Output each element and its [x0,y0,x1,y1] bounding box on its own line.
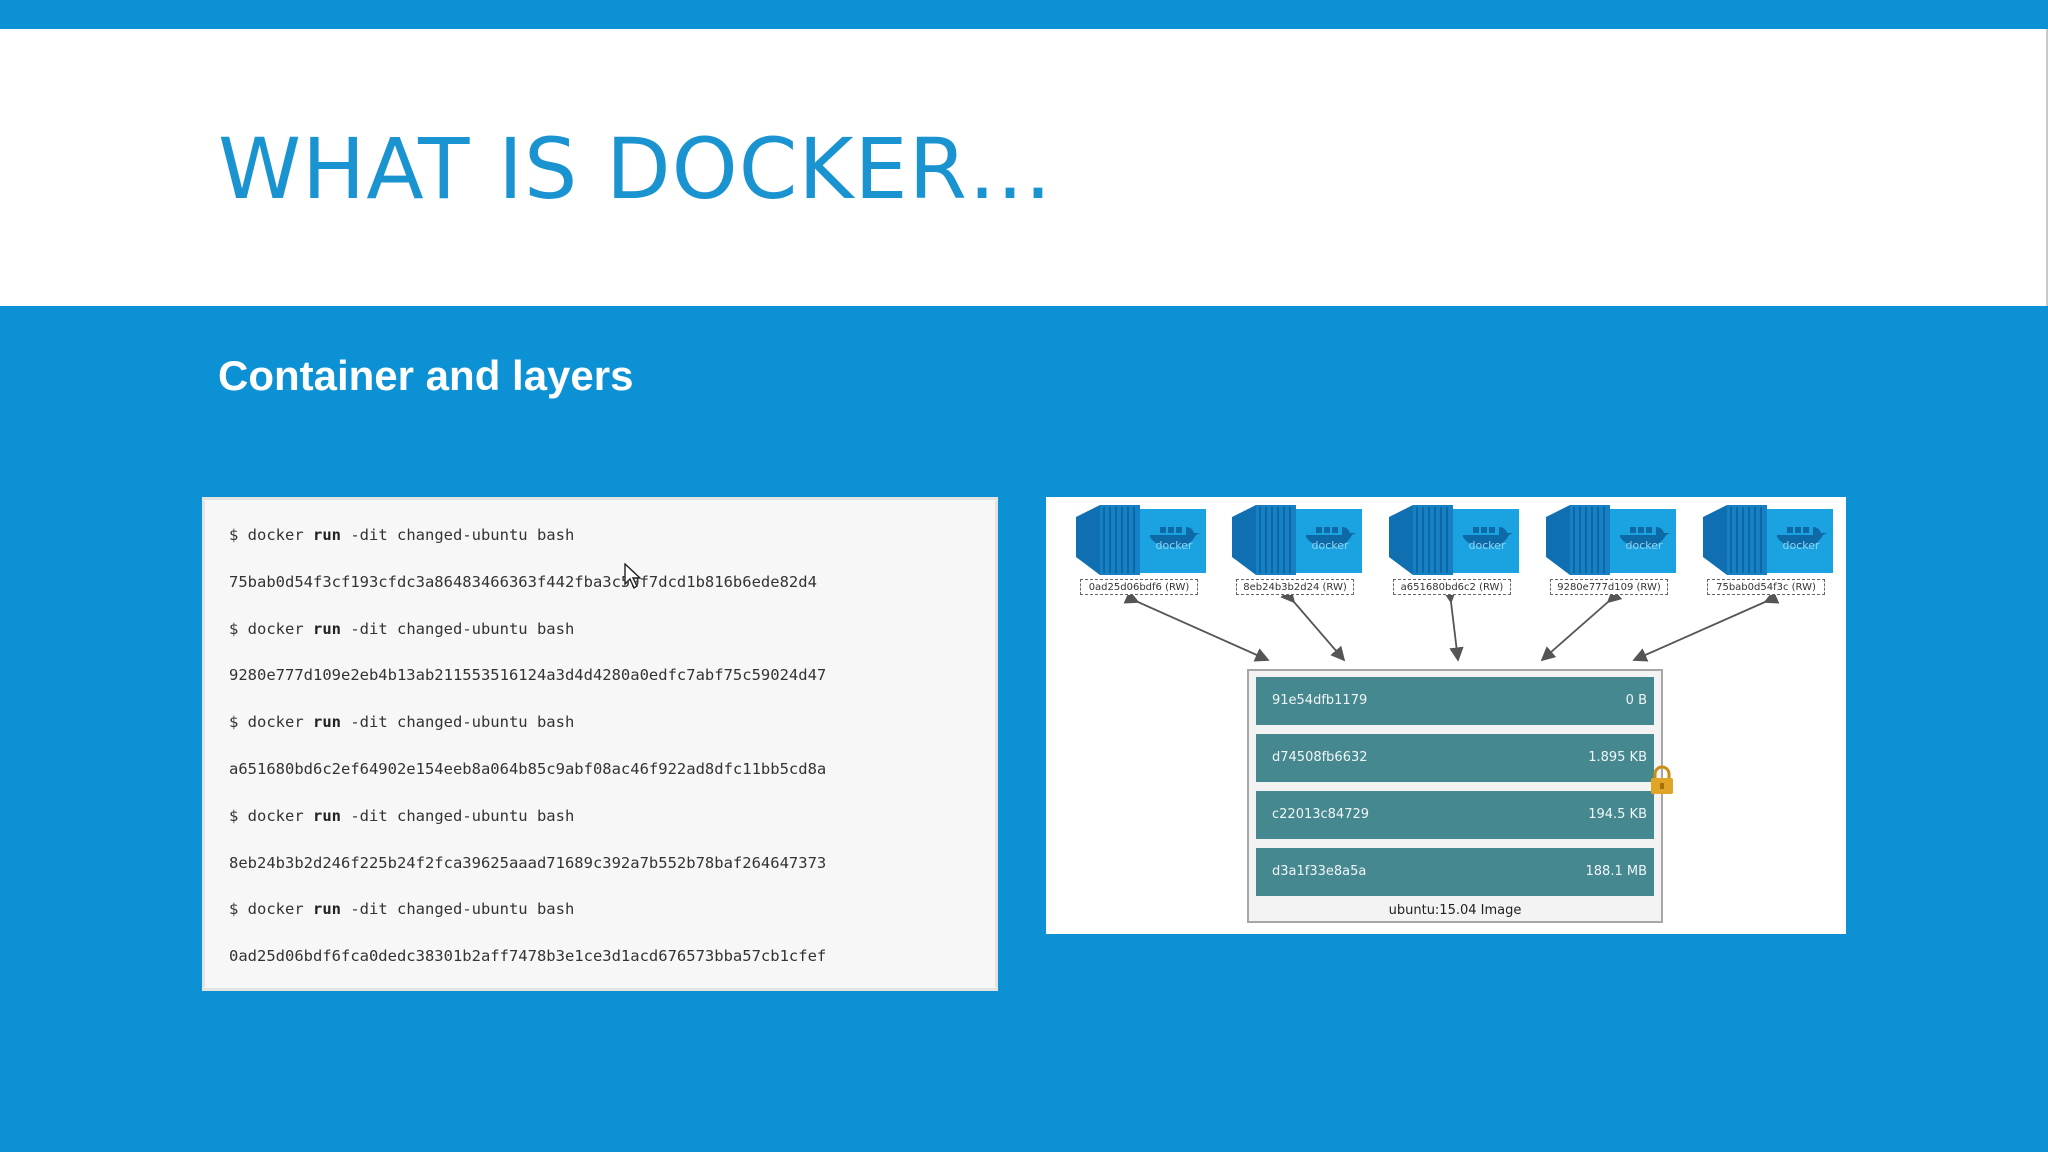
container-id-output: 9280e777d109e2eb4b13ab211553516124a3d4d4… [229,666,827,685]
mouse-cursor-icon [624,563,642,589]
layer-id: c22013c84729 [1272,807,1370,822]
docker-logo-text: docker [1311,539,1349,552]
container-id-output: 75bab0d54f3cf193cfdc3a86483466363f442fba… [229,572,817,591]
command-args: -dit changed-ubuntu bash [341,900,575,919]
command-keyword: run [313,806,341,825]
command-prompt: $ docker [229,806,313,825]
command-prompt: $ docker [229,900,313,919]
image-layer: c22013c84729 194.5 KB [1256,791,1654,839]
command-args: -dit changed-ubuntu bash [341,526,575,544]
layer-size: 0 B [1625,693,1647,708]
container-icon: docker [1703,505,1833,575]
container-id-output: 8eb24b3b2d246f225b24f2fca39625aaad71689c… [229,853,827,872]
command-args: -dit changed-ubuntu bash [341,806,575,825]
image-layers-box: ubuntu:15.04 Image 91e54dfb1179 0 B d74508… [1247,669,1663,923]
container-icon: docker [1546,505,1676,575]
container-icon: docker [1232,505,1362,575]
container-icon: docker [1389,505,1519,575]
top-accent-bar [0,0,2048,29]
docker-layers-diagram: docker docker docker docker docker ubuntu:15… [1046,497,1846,934]
docker-logo-text: docker [1782,539,1820,552]
container-label: 8eb24b3b2d24 (RW) [1236,579,1354,595]
container-label: 0ad25d06bdf6 (RW) [1080,579,1198,595]
command-prompt: $ docker [229,619,313,638]
layer-size: 194.5 KB [1588,807,1647,822]
title-area-edge [2046,29,2048,306]
connection-arrow [1123,590,1270,662]
container-id-output: 0ad25d06bdf6fca0dedc38301b2aff7478b3e1ce… [229,947,827,966]
slide-title: WHAT IS DOCKER… [218,120,1053,218]
command-args: -dit changed-ubuntu bash [341,619,575,638]
command-line: $ docker run -dit changed-ubuntu bash [229,526,574,544]
command-keyword: run [313,713,341,732]
image-caption: ubuntu:15.04 Image [1388,903,1522,918]
connection-arrow [1540,588,1623,662]
layer-id: d3a1f33e8a5a [1272,864,1367,879]
layer-id: d74508fb6632 [1272,750,1368,765]
connection-arrow [1632,590,1780,662]
diagram-graphics: docker docker docker docker docker [1076,505,1833,662]
container-label: 9280e777d109 (RW) [1550,579,1668,595]
container-label: 75bab0d54f3c (RW) [1707,579,1825,595]
layer-size: 1.895 KB [1588,750,1647,765]
command-prompt: $ docker [229,713,313,732]
layer-size: 188.1 MB [1585,864,1647,879]
command-args: -dit changed-ubuntu bash [341,713,575,732]
docker-logo-text: docker [1468,539,1506,552]
lock-icon [1651,765,1673,794]
docker-logo-text: docker [1155,539,1193,552]
title-area [0,29,2048,306]
command-line: $ docker run -dit changed-ubuntu bash [229,620,574,638]
image-layer: 91e54dfb1179 0 B [1256,677,1654,725]
connection-arrow [1280,587,1346,662]
layer-id: 91e54dfb1179 [1272,693,1368,708]
slide-subtitle: Container and layers [218,352,634,399]
container-id-output: a651680bd6c2ef64902e154eeb8a064b85c9abf0… [229,760,827,778]
command-line: $ docker run -dit changed-ubuntu bash [229,900,574,918]
command-prompt: $ docker [229,526,313,544]
connection-arrow [1442,588,1464,662]
code-panel: $ docker run -dit changed-ubuntu bash 75b… [202,497,998,991]
image-layer: d3a1f33e8a5a 188.1 MB [1256,848,1654,896]
container-label: a651680bd6c2 (RW) [1393,579,1511,595]
command-keyword: run [313,900,341,919]
command-keyword: run [313,526,341,544]
docker-logo-text: docker [1625,539,1663,552]
command-keyword: run [313,619,341,638]
command-line: $ docker run -dit changed-ubuntu bash [229,807,574,825]
image-layer: d74508fb6632 1.895 KB [1256,734,1654,782]
container-icon: docker [1076,505,1206,575]
command-line: $ docker run -dit changed-ubuntu bash [229,713,574,731]
